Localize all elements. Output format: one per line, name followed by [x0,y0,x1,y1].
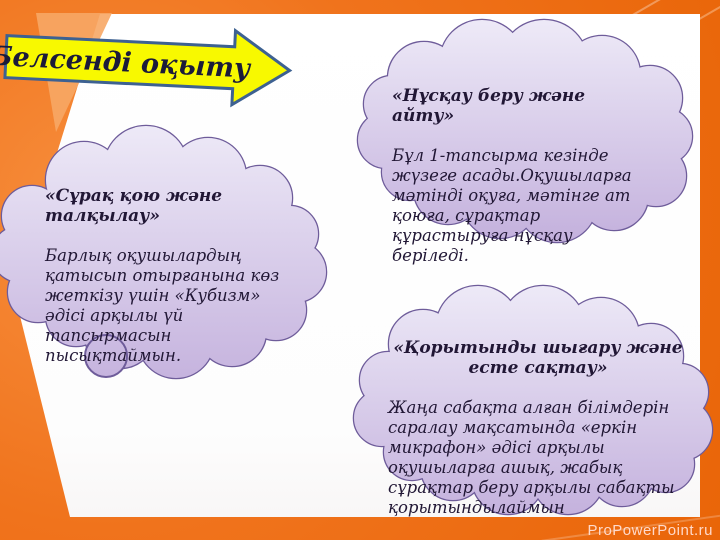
cloud-body: Бұл 1-тапсырма кезінде жүзеге асады.Оқуш… [392,146,632,265]
propowerpoint-watermark: ProPowerPoint.ru [587,522,713,539]
active-learning-arrow-banner: Белсенді оқыту [0,16,298,112]
cloud-text-block: «Сұрақ қою және талқылау» Барлық оқушыла… [45,166,325,386]
cloud-text-block: «Қорытынды шығару және есте сақтау» Жаңа… [388,318,688,538]
cloud-body: Жаңа сабақта алған білімдерін саралау ма… [388,398,675,517]
cloud-title: «Қорытынды шығару және есте сақтау» [393,338,683,378]
cloud-callout-instruction: «Нұсқау беру және айту» Бұл 1-тапсырма к… [352,18,694,265]
cloud-title: «Сұрақ қою және талқылау» [45,186,223,226]
cloud-body: Барлық оқушылардың қатысып отырғанына кө… [45,246,280,365]
cloud-title: «Нұсқау беру және айту» [392,86,586,126]
cloud-callout-questioning: «Сұрақ қою және талқылау» Барлық оқушыла… [0,124,338,390]
arrow-shape [3,27,293,108]
cloud-text-block: «Нұсқау беру және айту» Бұл 1-тапсырма к… [392,66,652,286]
cloud-callout-summarizing: «Қорытынды шығару және есте сақтау» Жаңа… [348,284,714,518]
